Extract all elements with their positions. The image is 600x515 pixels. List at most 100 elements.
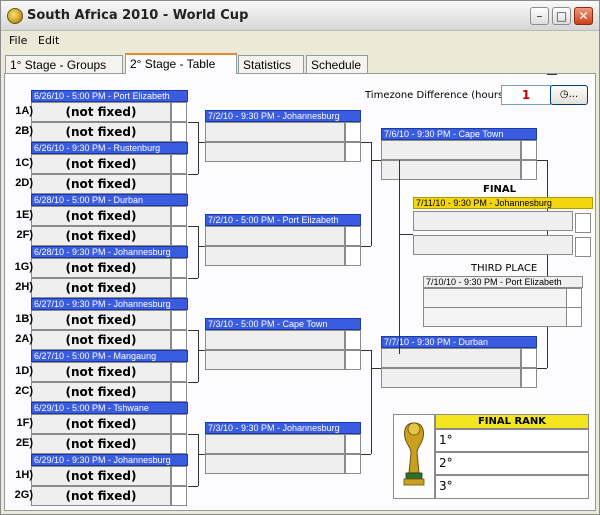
r16-score-away[interactable] [171, 122, 187, 142]
r16-score-away[interactable] [171, 226, 187, 246]
sf-team-2[interactable] [381, 368, 521, 388]
r16-score-away[interactable] [171, 330, 187, 350]
sf-team-2[interactable] [381, 160, 521, 180]
qf-score-1[interactable] [345, 122, 361, 142]
bracket-line [371, 350, 372, 454]
third-place-score-1[interactable] [566, 288, 582, 308]
sf-match-1: 7/6/10 - 9:30 PM - Cape Town [381, 128, 537, 180]
final-score-2[interactable] [575, 237, 591, 257]
qf-team-1[interactable] [205, 330, 345, 350]
third-place-score-2[interactable] [566, 307, 582, 327]
r16-score-home[interactable] [171, 466, 187, 486]
r16-score-home[interactable] [171, 310, 187, 330]
rank-first[interactable]: 1° [435, 429, 589, 452]
r16-team-home[interactable]: (not fixed) [31, 258, 171, 278]
r16-team-away[interactable]: (not fixed) [31, 330, 171, 350]
minimize-button[interactable]: – [530, 7, 549, 25]
r16-team-away[interactable]: (not fixed) [31, 486, 171, 506]
maximize-button[interactable]: □ [552, 7, 571, 25]
r16-team-home[interactable]: (not fixed) [31, 310, 171, 330]
menu-edit[interactable]: Edit [38, 34, 60, 47]
bracket-line [537, 160, 547, 161]
sf-score-1[interactable] [521, 140, 537, 160]
r16-team-home[interactable]: (not fixed) [31, 362, 171, 382]
final-team-2[interactable] [413, 235, 573, 255]
r16-team-away[interactable]: (not fixed) [31, 434, 171, 454]
r16-score-away[interactable] [171, 434, 187, 454]
r16-team-home[interactable]: (not fixed) [31, 466, 171, 486]
r16-score-home[interactable] [171, 414, 187, 434]
qf-team-2[interactable] [205, 454, 345, 474]
r16-score-away[interactable] [171, 382, 187, 402]
qf-score-2[interactable] [345, 350, 361, 370]
final-match: 7/11/10 - 9:30 PM - Johannesburg [413, 197, 593, 263]
third-place-team-2[interactable] [423, 307, 567, 327]
tab-table[interactable]: 2° Stage - Table [125, 53, 237, 74]
title-bar[interactable]: South Africa 2010 - World Cup – □ ✕ [1, 1, 599, 31]
qf-match-2: 7/2/10 - 5:00 PM - Port Elizabeth [205, 214, 361, 266]
r16-score-away[interactable] [171, 486, 187, 506]
rank-second[interactable]: 2° [435, 452, 589, 475]
r16-date-header: 6/27/10 - 5:00 PM - Mangaung [31, 350, 188, 362]
final-score-1[interactable] [575, 213, 591, 233]
qf-score-1[interactable] [345, 226, 361, 246]
r16-score-away[interactable] [171, 278, 187, 298]
sf-match-2: 7/7/10 - 9:30 PM - Durban [381, 336, 537, 388]
r16-score-home[interactable] [171, 206, 187, 226]
sf-team-1[interactable] [381, 348, 521, 368]
clock-icon: ◷ [559, 89, 569, 100]
r16-score-home[interactable] [171, 362, 187, 382]
r16-seed-home: 1G) [14, 261, 33, 273]
qf-team-1[interactable] [205, 226, 345, 246]
r16-date-header: 6/28/10 - 9:30 PM - Johannesburg [31, 246, 188, 258]
sf-team-1[interactable] [381, 140, 521, 160]
sf-score-1[interactable] [521, 348, 537, 368]
r16-score-home[interactable] [171, 102, 187, 122]
r16-team-away[interactable]: (not fixed) [31, 382, 171, 402]
timezone-apply-button[interactable]: ◷... [550, 85, 588, 105]
r16-team-home[interactable]: (not fixed) [31, 206, 171, 226]
tab-groups[interactable]: 1° Stage - Groups [5, 55, 123, 74]
r16-score-home[interactable] [171, 154, 187, 174]
qf-team-1[interactable] [205, 434, 345, 454]
r16-team-home[interactable]: (not fixed) [31, 102, 171, 122]
r16-seed-home: 1B) [15, 313, 33, 325]
close-button[interactable]: ✕ [574, 7, 593, 25]
tab-statistics[interactable]: Statistics [238, 55, 304, 74]
r16-score-away[interactable] [171, 174, 187, 194]
rank-third[interactable]: 3° [435, 475, 589, 499]
qf-score-2[interactable] [345, 142, 361, 162]
third-place-team-1[interactable] [423, 288, 567, 308]
sf-score-2[interactable] [521, 160, 537, 180]
r16-score-home[interactable] [171, 258, 187, 278]
bracket-line [547, 160, 548, 368]
r16-team-home[interactable]: (not fixed) [31, 154, 171, 174]
qf-score-1[interactable] [345, 434, 361, 454]
qf-score-2[interactable] [345, 454, 361, 474]
r16-team-away[interactable]: (not fixed) [31, 226, 171, 246]
tab-schedule[interactable]: Schedule [306, 55, 368, 74]
r16-team-home[interactable]: (not fixed) [31, 414, 171, 434]
r16-date-header: 6/28/10 - 5:00 PM - Durban [31, 194, 188, 206]
r16-date-header: 6/29/10 - 9:30 PM - Johannesburg [31, 454, 188, 466]
final-team-1[interactable] [413, 211, 573, 231]
sf-score-2[interactable] [521, 368, 537, 388]
r16-seed-home: 1E) [15, 209, 33, 221]
qf-team-2[interactable] [205, 142, 345, 162]
bracket-line [198, 330, 199, 382]
r16-team-away[interactable]: (not fixed) [31, 174, 171, 194]
qf-team-2[interactable] [205, 350, 345, 370]
r16-team-away[interactable]: (not fixed) [31, 122, 171, 142]
sf-date-header: 7/7/10 - 9:30 PM - Durban [381, 336, 537, 348]
qf-score-2[interactable] [345, 246, 361, 266]
r16-team-away[interactable]: (not fixed) [31, 278, 171, 298]
trophy-icon [393, 414, 435, 499]
menu-file[interactable]: File [9, 34, 28, 47]
qf-match-3: 7/3/10 - 5:00 PM - Cape Town [205, 318, 361, 370]
qf-team-1[interactable] [205, 122, 345, 142]
timezone-input[interactable]: 1 [501, 85, 551, 105]
qf-score-1[interactable] [345, 330, 361, 350]
app-ball-icon [7, 8, 23, 24]
qf-team-2[interactable] [205, 246, 345, 266]
